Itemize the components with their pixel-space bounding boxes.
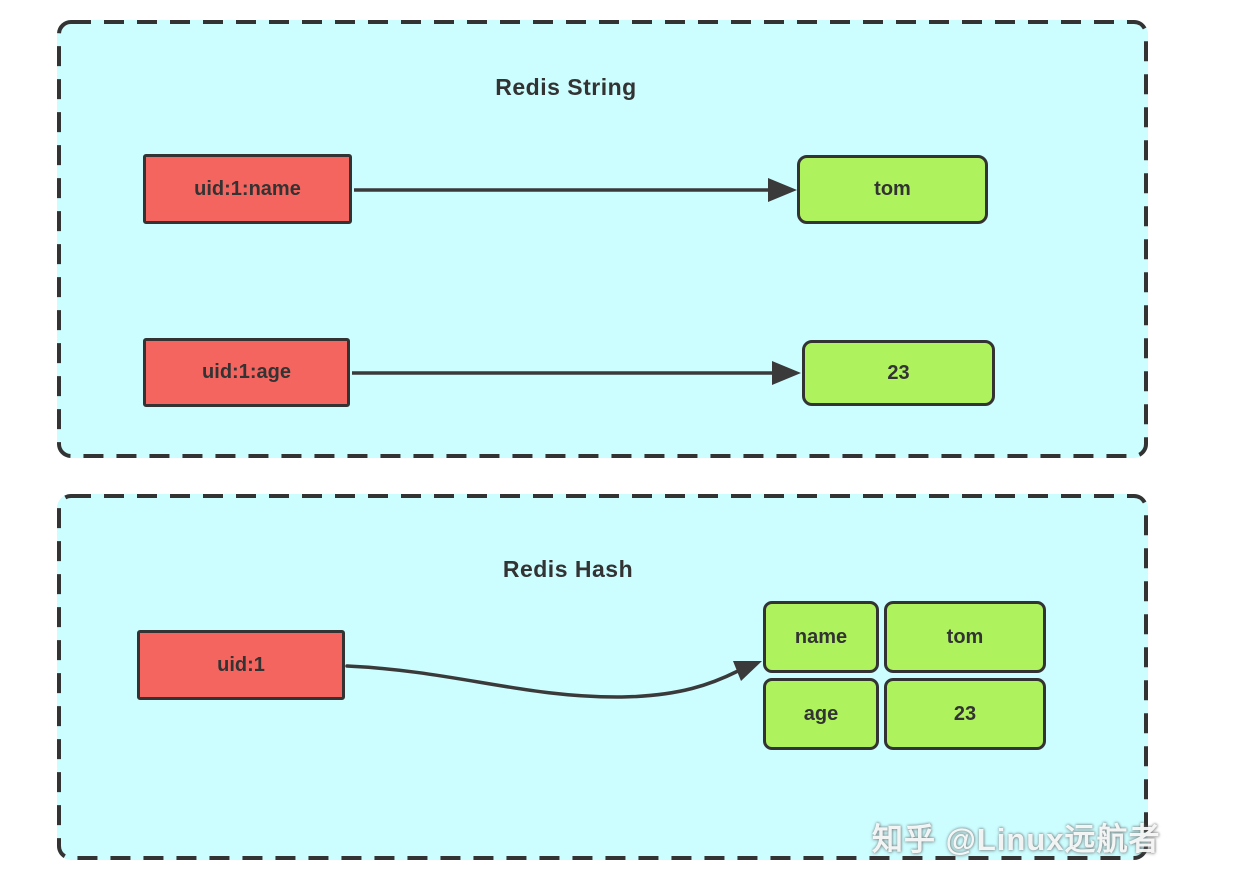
hash-table: name tom age 23 xyxy=(763,601,1046,750)
value-node-tom: tom xyxy=(797,155,988,224)
redis-string-title: Redis String xyxy=(495,74,637,100)
key-node-uid-1: uid:1 xyxy=(137,630,345,700)
hash-field-name: name xyxy=(763,601,879,673)
redis-hash-title: Redis Hash xyxy=(502,556,634,582)
value-node-23: 23 xyxy=(802,340,995,406)
key-node-uid-1-name: uid:1:name xyxy=(143,154,352,224)
hash-value-tom: tom xyxy=(884,601,1046,673)
zhihu-watermark: 知乎 @Linux远航者 xyxy=(872,822,1161,857)
hash-value-23: 23 xyxy=(884,678,1046,750)
key-node-uid-1-age: uid:1:age xyxy=(143,338,350,407)
redis-string-panel: Redis String uid:1:name tom uid:1:age 23 xyxy=(57,20,1148,458)
hash-field-age: age xyxy=(763,678,879,750)
redis-hash-panel: Redis Hash uid:1 name tom age 23 xyxy=(57,494,1148,860)
